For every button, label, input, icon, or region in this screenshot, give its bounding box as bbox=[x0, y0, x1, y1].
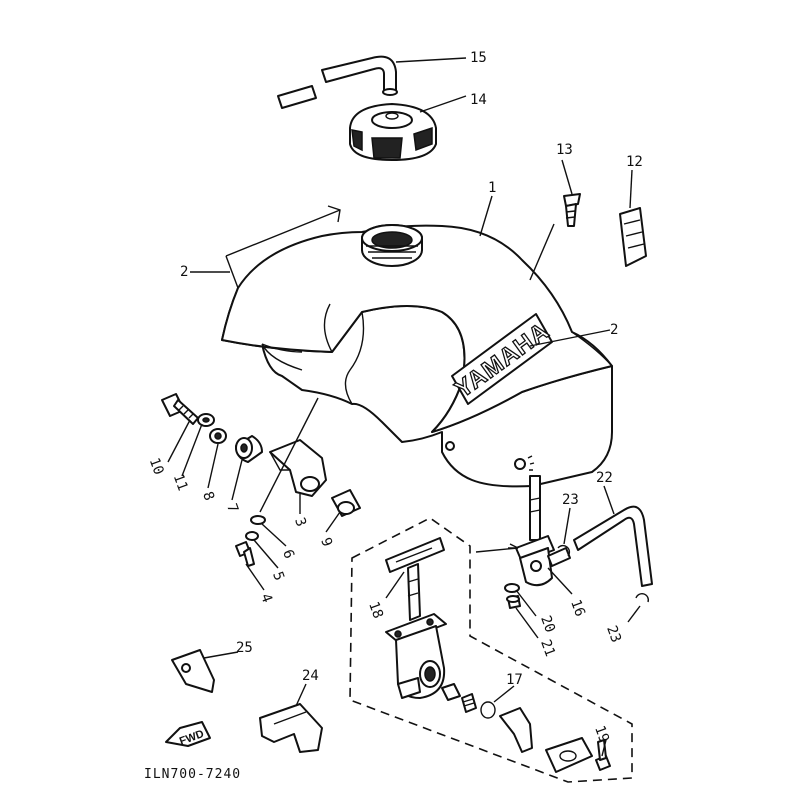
breather-hose bbox=[277, 55, 398, 109]
filter-cup bbox=[499, 707, 533, 753]
callout-22: 22 bbox=[596, 470, 613, 486]
callout-24: 24 bbox=[302, 668, 319, 684]
callout-14: 14 bbox=[470, 92, 487, 108]
fuel-cock-lever bbox=[441, 683, 477, 713]
bolt-4 bbox=[235, 541, 255, 567]
decal-bracket bbox=[225, 205, 341, 289]
callout-4: 4 bbox=[257, 592, 275, 605]
filler-neck bbox=[361, 224, 423, 267]
callout-23-upper: 23 bbox=[562, 492, 579, 508]
callout-9: 9 bbox=[317, 536, 335, 549]
callout-16: 16 bbox=[567, 598, 588, 619]
clip-23-upper bbox=[557, 544, 571, 557]
bracket-3 bbox=[269, 439, 327, 497]
callout-23-lower: 23 bbox=[603, 624, 624, 645]
washer-5 bbox=[245, 531, 259, 541]
fuel-hose bbox=[573, 505, 653, 587]
washer-11 bbox=[197, 413, 215, 427]
damper-9 bbox=[331, 489, 361, 517]
callout-17: 17 bbox=[506, 672, 523, 688]
forward-arrow-icon: FWD bbox=[165, 721, 211, 748]
screw-19 bbox=[595, 739, 611, 771]
screw-13 bbox=[563, 193, 581, 227]
emblem-12 bbox=[619, 207, 647, 267]
callout-8: 8 bbox=[199, 490, 217, 503]
cover-25 bbox=[171, 649, 215, 693]
stay-24 bbox=[259, 703, 323, 753]
callout-10: 10 bbox=[146, 456, 167, 477]
collar-8 bbox=[209, 428, 227, 444]
callout-2-left: 2 bbox=[180, 264, 188, 280]
fuel-cap bbox=[349, 103, 437, 161]
callout-11: 11 bbox=[170, 472, 191, 493]
fuel-tank bbox=[221, 224, 613, 488]
washer-20 bbox=[504, 583, 520, 593]
screw-21 bbox=[506, 595, 521, 609]
callout-18: 18 bbox=[365, 600, 386, 621]
callout-5: 5 bbox=[269, 570, 287, 583]
callout-2-right: 2 bbox=[610, 322, 618, 338]
fuel-cock-exploded bbox=[385, 563, 447, 699]
bolt-10 bbox=[161, 393, 199, 425]
leader-lines bbox=[167, 57, 641, 757]
fuel-cock-assembly-boundary bbox=[349, 517, 633, 783]
callout-20: 20 bbox=[537, 614, 558, 635]
callout-19: 19 bbox=[591, 724, 612, 745]
callout-6: 6 bbox=[279, 548, 297, 561]
cock-plate bbox=[545, 737, 593, 773]
callout-7: 7 bbox=[223, 502, 241, 515]
washer-6 bbox=[250, 515, 266, 525]
callout-12: 12 bbox=[626, 154, 643, 170]
callout-3: 3 bbox=[291, 516, 309, 529]
damper-7 bbox=[235, 435, 263, 463]
callout-21: 21 bbox=[537, 638, 558, 659]
clip-23-lower bbox=[635, 592, 650, 603]
gasket-18 bbox=[385, 537, 445, 573]
callout-15: 15 bbox=[470, 50, 487, 66]
callout-13: 13 bbox=[556, 142, 573, 158]
drawing-code: ILN700-7240 bbox=[144, 767, 241, 782]
o-ring-17 bbox=[480, 701, 496, 719]
fuel-cock bbox=[515, 475, 571, 587]
callout-25: 25 bbox=[236, 640, 253, 656]
callout-1: 1 bbox=[488, 180, 496, 196]
